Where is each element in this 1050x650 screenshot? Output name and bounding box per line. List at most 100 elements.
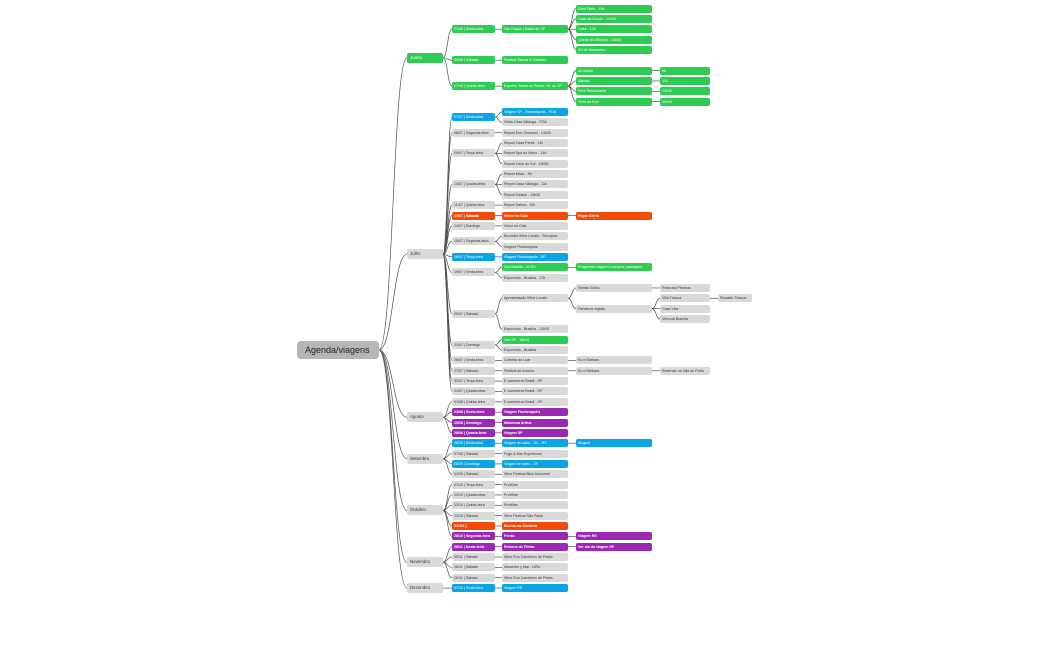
date-topic[interactable]: 21/07 | Domingo xyxy=(452,340,495,349)
event-topic[interactable]: ProWine xyxy=(502,480,568,489)
event-topic[interactable]: Report Spa do Vinho - 14h xyxy=(502,149,568,158)
event-topic[interactable]: Colheita ao Luar xyxy=(502,356,568,365)
event-topic[interactable]: Eu e Bárbara xyxy=(576,356,652,365)
date-topic[interactable]: 26/07 | Sexta-feira xyxy=(452,356,495,365)
date-topic[interactable]: 11/07 | Quinta-feira xyxy=(452,201,495,210)
date-topic[interactable]: 07/06 | Quinta-feira xyxy=(452,82,495,91)
event-topic[interactable]: ProWine xyxy=(502,501,568,510)
event-topic[interactable]: Quinta do Olivardo - 14h30 xyxy=(576,35,652,44)
date-topic[interactable]: 19/07 | Sexta-feira xyxy=(452,268,495,277)
event-topic[interactable]: Retorno de Férias xyxy=(502,542,568,551)
event-topic[interactable]: Pagar Alério xyxy=(576,211,652,220)
event-topic[interactable]: Vinho no Caio xyxy=(502,211,568,220)
date-topic[interactable]: 28/10 | Segunda-feira xyxy=(452,532,495,541)
date-topic[interactable]: 21/09 | Sábado xyxy=(452,470,495,479)
event-topic[interactable]: Villa Triacca xyxy=(660,294,710,303)
date-topic[interactable]: 13/07 | Sábado xyxy=(452,211,495,220)
date-topic[interactable]: 06/09 | Sexta-feira xyxy=(452,439,495,448)
date-topic[interactable]: 27/07 | Sábado xyxy=(452,366,495,375)
event-topic[interactable]: Viagem RS xyxy=(576,532,652,541)
event-topic[interactable]: Aluguel xyxy=(576,439,652,448)
event-topic[interactable]: Report Cave do Sul - 13h30 xyxy=(502,159,568,168)
event-topic[interactable]: 13h30 xyxy=(660,87,710,96)
event-topic[interactable]: Report Don Giovanni - 14h30 xyxy=(502,128,568,137)
event-topic[interactable]: Peré Restaurante xyxy=(576,87,652,96)
event-topic[interactable]: Viagem Florianópolis - SP xyxy=(502,252,568,261)
date-topic[interactable]: 08/07 | Segunda-feira xyxy=(452,128,495,137)
event-topic[interactable]: Report Salton - 10h xyxy=(502,201,568,210)
event-topic[interactable]: Evento no Contédo xyxy=(502,522,568,530)
event-topic[interactable]: Wine Run Caminhos de Pedra xyxy=(502,553,568,562)
date-topic[interactable]: 03/10 | Quinta-feira xyxy=(452,501,495,510)
event-topic[interactable]: Wine Run Caminhos de Pedra xyxy=(502,573,568,582)
date-topic[interactable]: 25/08 | Domingo xyxy=(452,418,495,427)
date-topic[interactable]: 08/11 | Sexta-feira xyxy=(452,542,495,551)
event-topic[interactable]: 9h xyxy=(660,66,710,75)
event-topic[interactable]: Report Miolo - 9h xyxy=(502,170,568,179)
event-topic[interactable]: XV de Novembro xyxy=(576,45,652,54)
date-topic[interactable]: 10/07 | Quarta-feira xyxy=(452,180,495,189)
event-topic[interactable]: Albarinho y Mar - URU xyxy=(502,563,568,572)
event-topic[interactable]: Viagem Florianópolis xyxy=(502,242,568,251)
event-topic[interactable]: Wine Festival São Paulo xyxy=(502,511,568,520)
event-topic[interactable]: Viagem Florianópolis xyxy=(502,408,568,417)
event-topic[interactable]: E-commerce Brasil - SP xyxy=(502,397,568,406)
event-topic[interactable]: Maratona Arthur xyxy=(502,418,568,427)
date-topic[interactable]: 02/10 | Quarta-feira xyxy=(452,490,495,499)
event-topic[interactable]: Goes - 13h xyxy=(576,25,652,34)
date-topic[interactable]: 07/12 | Sexta-feira xyxy=(452,584,495,593)
event-topic[interactable]: Expovinho - Brasília - 13h30 xyxy=(502,325,568,334)
date-topic[interactable]: 12/10 | Sábado xyxy=(452,511,495,520)
date-topic[interactable]: 01/06 | Sexta-feira xyxy=(452,25,495,34)
event-topic[interactable]: Report Casa Valduga - 11h xyxy=(502,180,568,189)
event-topic[interactable]: Ronaldo Triacca xyxy=(718,294,752,303)
event-topic[interactable]: Programar viagem e comprar passagem xyxy=(576,263,652,272)
event-topic[interactable]: ProWine xyxy=(502,490,568,499)
event-topic[interactable]: Report Casa Perini - 11h xyxy=(502,139,568,148)
root-topic[interactable]: Agenda/viagens xyxy=(297,341,379,359)
date-topic[interactable]: 14/07 | Domingo xyxy=(452,221,495,230)
date-topic[interactable]: 16/07 | Terça-feira xyxy=(452,252,495,261)
event-topic[interactable]: E-commerce Brasil - SP xyxy=(502,387,568,396)
event-topic[interactable]: Visita Casa Valduga - POA xyxy=(502,118,568,127)
date-topic[interactable]: 07/09 | Sábado xyxy=(452,449,495,458)
date-topic[interactable]: 31/07 | Quarta-feira xyxy=(452,387,495,396)
event-topic[interactable]: Seleas Globo xyxy=(576,283,652,292)
event-topic[interactable]: Exporta, Santa do Pinhal | Sr. do SP xyxy=(502,82,568,91)
event-topic[interactable]: Casa Vilar xyxy=(660,304,710,313)
date-topic[interactable]: 30/07 | Terça-feira xyxy=(452,377,495,386)
event-topic[interactable]: Eu e Bárbara xyxy=(576,366,652,375)
event-topic[interactable]: Manasi xyxy=(576,76,652,85)
event-topic[interactable]: Vinícola Brasília xyxy=(660,315,710,323)
date-topic[interactable]: 15/07 | Segunda-feira xyxy=(452,237,495,246)
date-topic[interactable]: 09/07 | Terça-feira xyxy=(452,149,495,158)
date-topic[interactable]: 01/10 | Terça-feira xyxy=(452,480,495,489)
month-topic[interactable]: Novembro xyxy=(407,557,443,568)
event-topic[interactable]: Viagem SP xyxy=(502,428,568,437)
event-topic[interactable]: Ao Maniri xyxy=(576,66,652,75)
event-topic[interactable]: Viagem de carro - SP xyxy=(502,459,568,468)
event-topic[interactable]: Festival de Inverno xyxy=(502,366,568,375)
date-topic[interactable]: 01/08 | Quinta-feira xyxy=(452,397,495,406)
date-topic[interactable]: 16/11 | Sábado xyxy=(452,563,495,572)
event-topic[interactable]: Wine Festival Belo Horizonte xyxy=(502,470,568,479)
event-topic[interactable]: 15h30 xyxy=(660,97,710,106)
event-topic[interactable]: Festival Tannat & Cordeiro xyxy=(502,56,568,65)
event-topic[interactable]: E-commerce Brasil - SP xyxy=(502,377,568,386)
event-topic[interactable]: 11h xyxy=(660,76,710,85)
event-topic[interactable]: Voo SP - 18h40 xyxy=(502,335,568,344)
event-topic[interactable]: Férias xyxy=(502,532,568,541)
event-topic[interactable]: Fogo & Mar Experience xyxy=(502,449,568,458)
date-topic[interactable]: 09/11 | Sábado xyxy=(452,553,495,562)
event-topic[interactable]: Bicondor Wine Locals - Tecnopuc xyxy=(502,232,568,241)
date-topic[interactable]: 07/07 | Sexta-feira xyxy=(452,113,495,122)
event-topic[interactable]: Torre do Kuri xyxy=(576,97,652,106)
date-topic[interactable]: 02/06 | Sábado xyxy=(452,56,495,65)
event-topic[interactable]: Dom Tintin - 10h xyxy=(576,4,652,13)
event-topic[interactable]: Rota dos Pirineus xyxy=(660,283,710,292)
event-topic[interactable]: Casa da Árvore - 11h30 xyxy=(576,14,652,23)
month-topic[interactable]: Outubro xyxy=(407,505,443,516)
event-topic[interactable]: Expovinho - Brasília - 17h xyxy=(502,273,568,282)
event-topic[interactable]: Viagem RS xyxy=(502,584,568,593)
event-topic[interactable]: Report Geisse - 13h30 xyxy=(502,190,568,199)
